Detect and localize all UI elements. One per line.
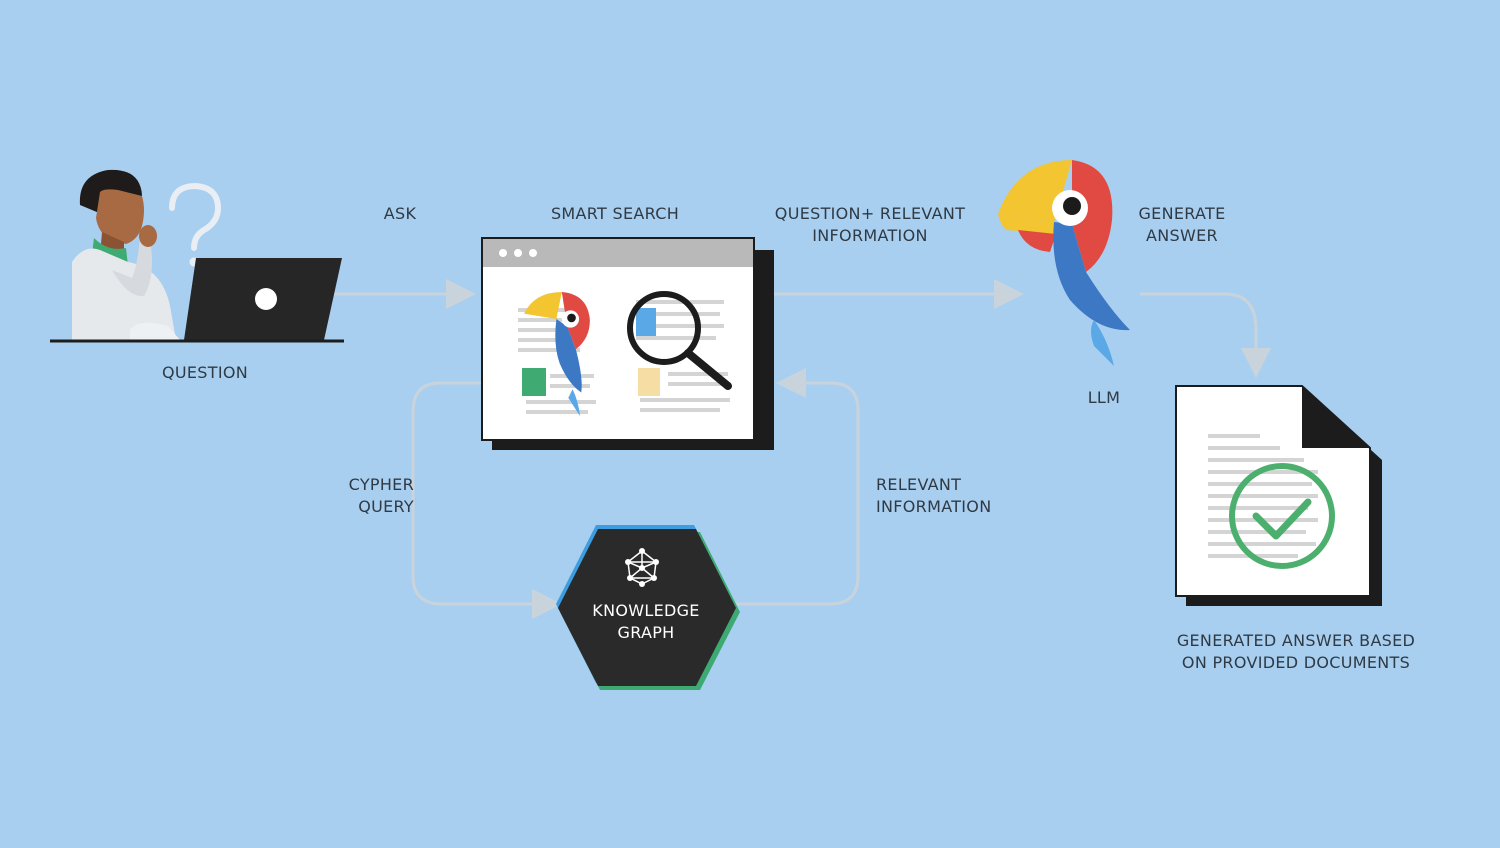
llm-label: LLM (1074, 387, 1134, 409)
person-icon (72, 169, 222, 340)
smart-search-text: SMART SEARCH (550, 204, 680, 223)
question-text: QUESTION (161, 363, 249, 382)
generate-answer-line-2: ANSWER (1146, 226, 1218, 245)
generate-answer-line-1: GENERATE (1138, 204, 1226, 223)
smart-search-label: SMART SEARCH (530, 203, 700, 225)
question-mark-icon (169, 182, 222, 267)
knowledge-graph-label: KNOWLEDGE GRAPH (573, 600, 719, 644)
question-relevant-label: QUESTION+ RELEVANT INFORMATION (758, 203, 982, 247)
knowledge-graph-line-2: GRAPH (617, 623, 675, 642)
question-relevant-line-2: INFORMATION (812, 226, 928, 245)
generated-answer-label: GENERATED ANSWER BASED ON PROVIDED DOCUM… (1158, 630, 1434, 674)
network-icon (625, 548, 659, 587)
ask-text: ASK (383, 204, 417, 223)
cypher-query-line-1: CYPHER (348, 475, 414, 494)
question-label: QUESTION (140, 362, 270, 384)
llm-text: LLM (1087, 388, 1121, 407)
knowledge-graph-hexagon (556, 525, 740, 690)
ask-label: ASK (360, 203, 440, 225)
relevant-information-line-1: RELEVANT (876, 475, 962, 494)
relevant-information-arrow (728, 368, 860, 606)
generate-answer-label: GENERATE ANSWER (1122, 203, 1242, 247)
checkmark-icon (1229, 463, 1335, 569)
knowledge-graph-line-1: KNOWLEDGE (592, 601, 700, 620)
relevant-information-line-2: INFORMATION (876, 497, 992, 516)
generated-answer-line-1: GENERATED ANSWER BASED (1176, 631, 1416, 650)
laptop-icon (184, 258, 342, 340)
magnifier-icon (627, 291, 732, 390)
cypher-query-label: CYPHER QUERY (318, 474, 414, 518)
relevant-information-label: RELEVANT INFORMATION (876, 474, 1016, 518)
llm-parrot-icon (998, 160, 1130, 366)
generated-answer-line-2: ON PROVIDED DOCUMENTS (1181, 653, 1411, 672)
generate-answer-arrow (1140, 292, 1271, 378)
parrot-icon (524, 292, 590, 417)
cypher-query-arrow (411, 381, 562, 619)
browser-window-icon (481, 237, 774, 450)
cypher-query-line-2: QUERY (358, 497, 414, 516)
document-icon (1175, 385, 1382, 606)
connectors (328, 279, 1271, 619)
question-relevant-line-1: QUESTION+ RELEVANT (774, 204, 966, 223)
